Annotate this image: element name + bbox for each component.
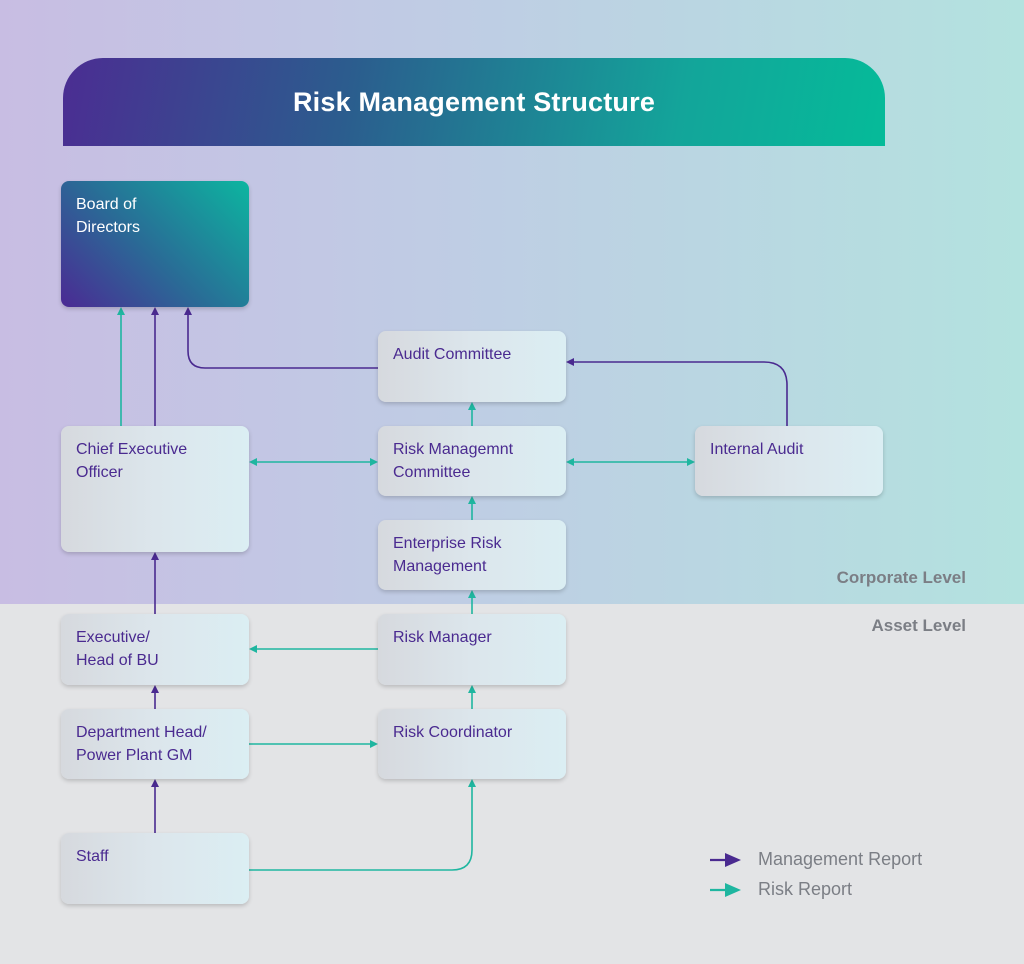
- enterprise-risk-management-node: Enterprise Risk Management: [378, 520, 566, 590]
- internal-audit-to-audit-committee-arrow: [566, 358, 788, 426]
- legend-risk-label: Risk Report: [758, 879, 853, 899]
- staff-to-risk-coordinator-arrow: [249, 779, 476, 871]
- audit-committee-to-board-arrow: [184, 307, 378, 369]
- internal-audit-node: Internal Audit: [695, 426, 883, 496]
- asset-level-label: Asset Level: [871, 616, 967, 635]
- staff-node: Staff: [61, 833, 249, 904]
- department-head-node: Department Head/ Power Plant GM: [61, 709, 249, 779]
- risk-manager-node: Risk Manager: [378, 614, 566, 685]
- audit-committee-node: Audit Committee: [378, 331, 566, 402]
- page-title: Risk Management Structure: [292, 86, 656, 117]
- executive-head-of-bu-node: Executive/ Head of BU: [61, 614, 249, 685]
- risk-management-committee-node: Risk Managemnt Committee: [378, 426, 566, 496]
- risk-coordinator-node: Risk Coordinator: [378, 709, 566, 779]
- legend-risk: Risk Report: [748, 879, 852, 900]
- title-banner: Risk Management Structure: [63, 58, 885, 146]
- legend-management: Management Report: [748, 849, 922, 870]
- legend-management-label: Management Report: [758, 849, 923, 869]
- board-of-directors-node: Board of Directors: [61, 181, 249, 307]
- ceo-node: Chief Executive Officer: [61, 426, 249, 552]
- corporate-level-label: Corporate Level: [836, 568, 966, 587]
